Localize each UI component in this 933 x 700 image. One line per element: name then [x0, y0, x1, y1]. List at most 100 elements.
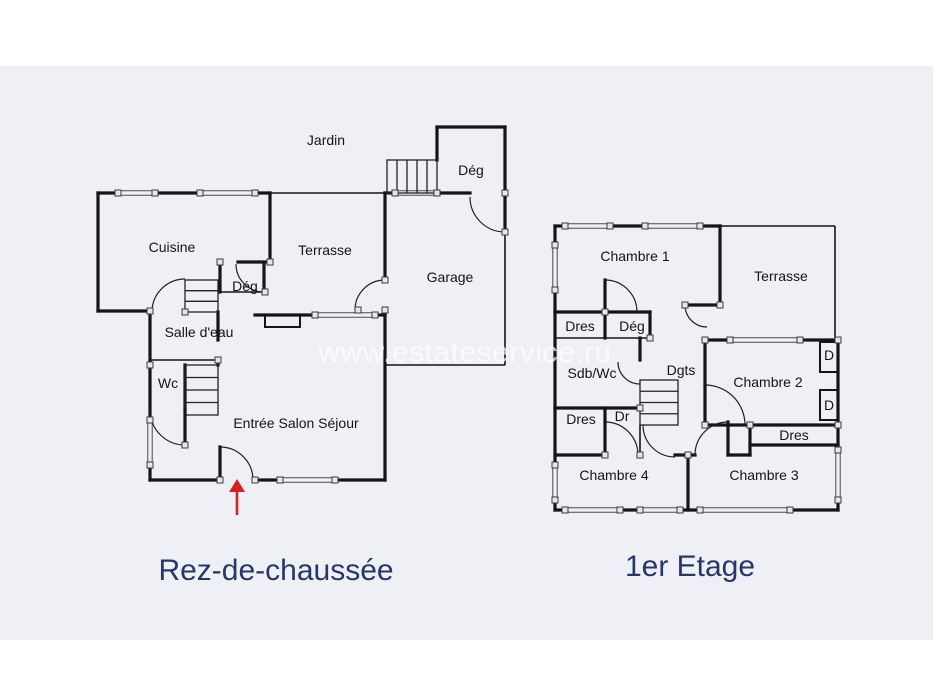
label-chambre-4: Chambre 4 [579, 467, 648, 483]
first-floor-walls [551, 222, 842, 514]
wall-joint [701, 336, 709, 344]
wall-joint [196, 189, 204, 197]
wall-joint [636, 404, 644, 412]
window [700, 507, 790, 513]
door-swing [604, 279, 638, 313]
label-d-1: D [824, 347, 834, 363]
wall-joint [551, 496, 559, 504]
wall-joint [601, 451, 609, 459]
wall-joint [746, 421, 754, 429]
wall-joint [151, 189, 159, 197]
window [640, 507, 680, 513]
door [694, 420, 730, 457]
wall-joint [354, 306, 362, 314]
label-dres-1: Dres [565, 318, 595, 334]
wall-joint [606, 222, 614, 230]
closet [819, 389, 839, 421]
stair-outline [184, 279, 219, 313]
label-terrasse-etage: Terrasse [754, 268, 808, 284]
door-swing [354, 279, 386, 311]
wall-joint [391, 189, 399, 197]
label-wc: Wc [158, 375, 178, 391]
wall-joint [276, 476, 284, 484]
label-sdb-wc: Sdb/Wc [567, 365, 616, 381]
window [565, 507, 620, 513]
door-swing [694, 421, 729, 456]
label-chambre-3: Chambre 3 [729, 467, 798, 483]
label-deg: Dég [232, 278, 258, 294]
wall-joint [726, 336, 734, 344]
stair-flight [184, 279, 219, 313]
wall-joint [601, 308, 609, 316]
label-dr: Dr [615, 408, 630, 424]
wall-joint [716, 301, 724, 309]
ground-floor-caption: Rez-de-chaussée [158, 554, 393, 587]
window [835, 450, 841, 500]
wall-joint [684, 451, 692, 459]
door-swing [704, 384, 746, 426]
window [118, 190, 155, 196]
door-swing [219, 446, 254, 481]
wall-joint [636, 506, 644, 514]
wall-joint [433, 189, 441, 197]
wall-joint [146, 461, 154, 469]
wall-joint [216, 258, 224, 266]
wall-joint [834, 446, 842, 454]
wall-joint [646, 334, 654, 342]
wall-joint [561, 506, 569, 514]
window [645, 223, 700, 229]
entrance-arrow-head [229, 479, 245, 492]
wall-joint [381, 306, 389, 314]
watermark: www.estateservice.ru [317, 336, 611, 369]
window [552, 465, 558, 500]
plan-paper [0, 66, 933, 640]
wall-joint [216, 476, 224, 484]
window [315, 312, 375, 318]
stair-flight [639, 379, 679, 426]
label-dres-2: Dres [566, 411, 596, 427]
closet [264, 314, 301, 328]
door-swing [469, 196, 506, 233]
door [235, 262, 266, 294]
door-swing [642, 424, 676, 458]
ground-floor-plan: Jardin Dég Cuisine Terrasse Garage Dég S… [96, 125, 509, 587]
label-terrasse: Terrasse [298, 242, 352, 258]
first-floor-plan: Chambre 1 Terrasse Dres Dég Sdb/Wc Dgts … [551, 222, 842, 583]
door-swing [604, 421, 639, 456]
door [703, 383, 746, 427]
wall-joint [681, 301, 689, 309]
door-swing [235, 263, 265, 293]
window [147, 420, 153, 465]
label-chambre-2: Chambre 2 [733, 374, 802, 390]
wall-joint [331, 476, 339, 484]
wall-joint [636, 451, 644, 459]
wall-joint [371, 311, 379, 319]
window [280, 477, 335, 483]
wall-joint [834, 336, 842, 344]
stair-flight [386, 159, 438, 194]
wall-joint [114, 189, 122, 197]
wall-joint [701, 421, 709, 429]
entrance-arrow-icon [229, 479, 245, 515]
first-floor-caption: 1er Etage [625, 550, 755, 583]
wall-joint [501, 228, 509, 236]
wall-joint [251, 476, 259, 484]
door-swing [149, 409, 186, 446]
wall-joint [381, 276, 389, 284]
wall-joint [146, 307, 154, 315]
wall-joint [214, 356, 222, 364]
door [149, 408, 187, 447]
label-jardin: Jardin [307, 132, 345, 148]
label-deg-etage: Dég [619, 318, 645, 334]
label-garage: Garage [427, 269, 474, 285]
wall-joint [696, 506, 704, 514]
wall-joint [551, 241, 559, 249]
wall-joint [786, 506, 794, 514]
door [603, 278, 638, 314]
window [395, 190, 437, 196]
wall-joint [616, 506, 624, 514]
label-chambre-1: Chambre 1 [600, 248, 669, 264]
label-cuisine: Cuisine [149, 239, 196, 255]
wall-joint [181, 441, 189, 449]
